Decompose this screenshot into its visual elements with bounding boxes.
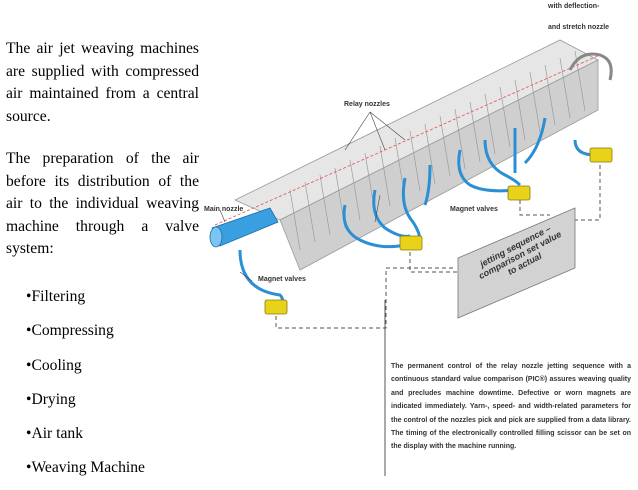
label-deflection-nozzle-line1: with deflection- — [548, 3, 600, 10]
label-deflection-nozzle-line2: and stretch nozzle — [548, 24, 610, 31]
control-lines — [275, 165, 601, 476]
relay-pointer-lines — [219, 111, 406, 282]
control-panel — [457, 207, 576, 319]
step-drying: •Drying — [26, 390, 76, 408]
loom-frame — [214, 39, 613, 271]
label-magnet-valves-low: Magnet valves — [258, 276, 306, 283]
intro-paragraph: The air jet weaving machines are supplie… — [6, 40, 199, 125]
preparation-steps-list: •Filtering •Compressing •Cooling •Drying… — [26, 284, 145, 490]
magnet-valves — [264, 147, 613, 315]
relay-nozzle-tubes — [238, 117, 596, 307]
diagram-caption: The permanent control of the relay nozzl… — [391, 363, 631, 451]
main-nozzle — [209, 207, 279, 248]
air-jet-loom-diagram — [209, 39, 613, 476]
slide: The air jet weaving machines are supplie… — [6, 3, 631, 476]
preparation-paragraph: The preparation of the air before its di… — [6, 150, 199, 257]
label-magnet-valves-mid: Magnet valves — [450, 206, 498, 213]
label-relay-nozzles: Relay nozzles — [344, 101, 390, 108]
step-compressing: •Compressing — [26, 322, 114, 340]
step-filtering: •Filtering — [26, 288, 86, 305]
label-main-nozzle: Main nozzle — [204, 206, 244, 213]
step-cooling: •Cooling — [26, 356, 82, 374]
step-air-tank: •Air tank — [26, 425, 83, 443]
step-weaving-machine: •Weaving Machine — [26, 459, 145, 477]
